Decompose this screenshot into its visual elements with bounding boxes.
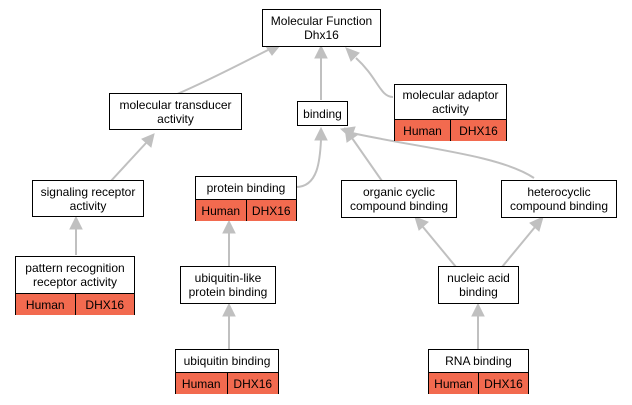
node-protein-binding[interactable]: protein binding Human DHX16 [195,176,297,221]
edge-organic-binding [351,137,383,182]
node-label: nucleic acid binding [447,271,510,299]
gene-cell: DHX16 [245,200,296,221]
node-molecular-adaptor-activity[interactable]: molecular adaptor activity Human DHX16 [394,84,507,141]
edge-nucleic-organic [422,226,457,268]
gene-cell: DHX16 [226,373,278,394]
species-cell: Human [395,120,450,141]
node-label: ubiquitin-like protein binding [188,271,268,299]
annotation-row: Human DHX16 [16,293,134,315]
node-label: ubiquitin binding [183,354,271,368]
gene-cell: DHX16 [74,294,134,315]
node-label: protein binding [206,181,286,195]
edge-ubiquitin-ubl-arrow [222,302,236,317]
edge-hetero-binding [351,132,535,179]
edge-hetero-binding-arrow [339,126,356,139]
node-heterocyclic-compound-binding[interactable]: heterocyclic compound binding [501,180,617,218]
annotation-row: Human DHX16 [196,199,296,221]
edge-pattern-signaling-arrow [69,215,83,230]
node-organic-cyclic-compound-binding[interactable]: organic cyclic compound binding [341,180,457,218]
edge-nucleic-hetero-arrow [529,216,544,232]
edge-signaling-transducer [109,142,147,183]
node-signaling-receptor-activity[interactable]: signaling receptor activity [32,180,144,217]
node-label: molecular adaptor activity [402,88,499,116]
edge-ubl-protein-arrow [222,219,236,234]
node-molecular-transducer-activity[interactable]: molecular transducer activity [109,93,242,130]
edge-adaptor-root-arrow [345,47,360,62]
edge-signaling-transducer-arrow [141,133,155,148]
node-molecular-function[interactable]: Molecular Function Dhx16 [262,9,381,47]
node-label: signaling receptor activity [40,184,136,213]
node-label: Molecular Function Dhx16 [270,14,373,42]
species-cell: Human [176,373,227,394]
edge-nucleic-organic-arrow [414,216,429,231]
species-cell: Human [16,294,75,315]
annotation-row: Human DHX16 [176,372,278,394]
node-ubiquitin-like-protein-binding[interactable]: ubiquitin-like protein binding [180,266,276,304]
edge-transducer-root [174,49,269,96]
edge-protein-binding-arrow [314,126,328,141]
edge-rna-nucleic-arrow [471,302,485,317]
annotation-row: Human DHX16 [429,372,528,394]
node-label: molecular transducer activity [119,97,232,126]
node-nucleic-acid-binding[interactable]: nucleic acid binding [438,266,519,304]
node-binding[interactable]: binding [297,101,348,126]
node-ubiquitin-binding[interactable]: ubiquitin binding Human DHX16 [175,349,279,394]
gene-cell: DHX16 [478,373,528,394]
node-label: heterocyclic compound binding [509,185,609,213]
node-label: organic cyclic compound binding [349,185,449,213]
species-cell: Human [196,200,246,221]
edge-binding-root-arrow [314,44,328,59]
node-pattern-recognition-receptor-activity[interactable]: pattern recognition receptor activity Hu… [15,256,135,315]
gene-cell: DHX16 [450,120,506,141]
edge-protein-binding [295,139,322,188]
annotation-row: Human DHX16 [395,119,506,141]
node-label: RNA binding [445,354,512,368]
node-label: pattern recognition receptor activity [25,261,125,289]
edge-nucleic-hetero [501,226,536,268]
node-label: binding [303,106,342,121]
edge-adaptor-root [355,57,394,98]
species-cell: Human [429,373,478,394]
node-rna-binding[interactable]: RNA binding Human DHX16 [428,349,529,394]
